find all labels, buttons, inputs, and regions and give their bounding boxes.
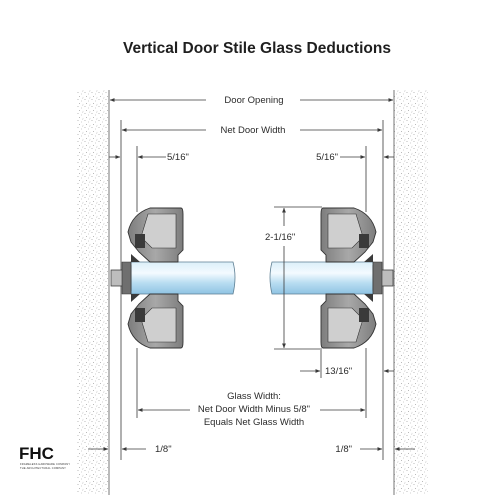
stile-depth-label: 13/16" <box>325 366 352 377</box>
right-stile <box>320 207 394 349</box>
left-setback-dimension: 5/16" <box>109 146 189 212</box>
right-setback-dimension: 5/16" <box>316 146 394 212</box>
glass-height-dimension: 2-1/16" <box>265 206 322 350</box>
stile-depth-dimension: 13/16" <box>300 350 394 378</box>
left-setback-label: 5/16" <box>167 152 189 163</box>
logo-text: FHC <box>19 444 54 463</box>
diagram-title: Vertical Door Stile Glass Deductions <box>123 40 391 57</box>
left-stile <box>110 207 184 349</box>
right-clearance-label: 1/8" <box>335 444 352 455</box>
door-opening-label: Door Opening <box>224 95 283 106</box>
net-door-width-label: Net Door Width <box>221 125 286 136</box>
glass-height-label: 2-1/16" <box>265 232 295 243</box>
left-wall <box>77 90 110 495</box>
fhc-logo: FHC FRAMELESS HARDWARE COMPANY THE ARCHI… <box>18 436 70 472</box>
glass-width-heading: Glass Width: <box>227 391 281 402</box>
glass-width-result: Equals Net Glass Width <box>204 417 304 428</box>
right-wall <box>393 90 428 495</box>
left-clearance-label: 1/8" <box>155 444 172 455</box>
glass-width-dimension: Glass Width: Net Door Width Minus 5/8" E… <box>136 348 367 428</box>
glass-panel <box>130 261 374 295</box>
glass-width-formula: Net Door Width Minus 5/8" <box>198 404 310 415</box>
door-opening-dimension: Door Opening <box>109 95 394 106</box>
logo-subtitle-1: FRAMELESS HARDWARE COMPANY <box>20 462 70 466</box>
right-setback-label: 5/16" <box>316 152 338 163</box>
left-clearance-dimension: 1/8" <box>88 444 172 455</box>
right-clearance-dimension: 1/8" <box>335 444 415 455</box>
net-door-width-dimension: Net Door Width <box>120 120 384 460</box>
logo-subtitle-2: THE ARCHITECTURAL COMPANY <box>20 466 66 470</box>
